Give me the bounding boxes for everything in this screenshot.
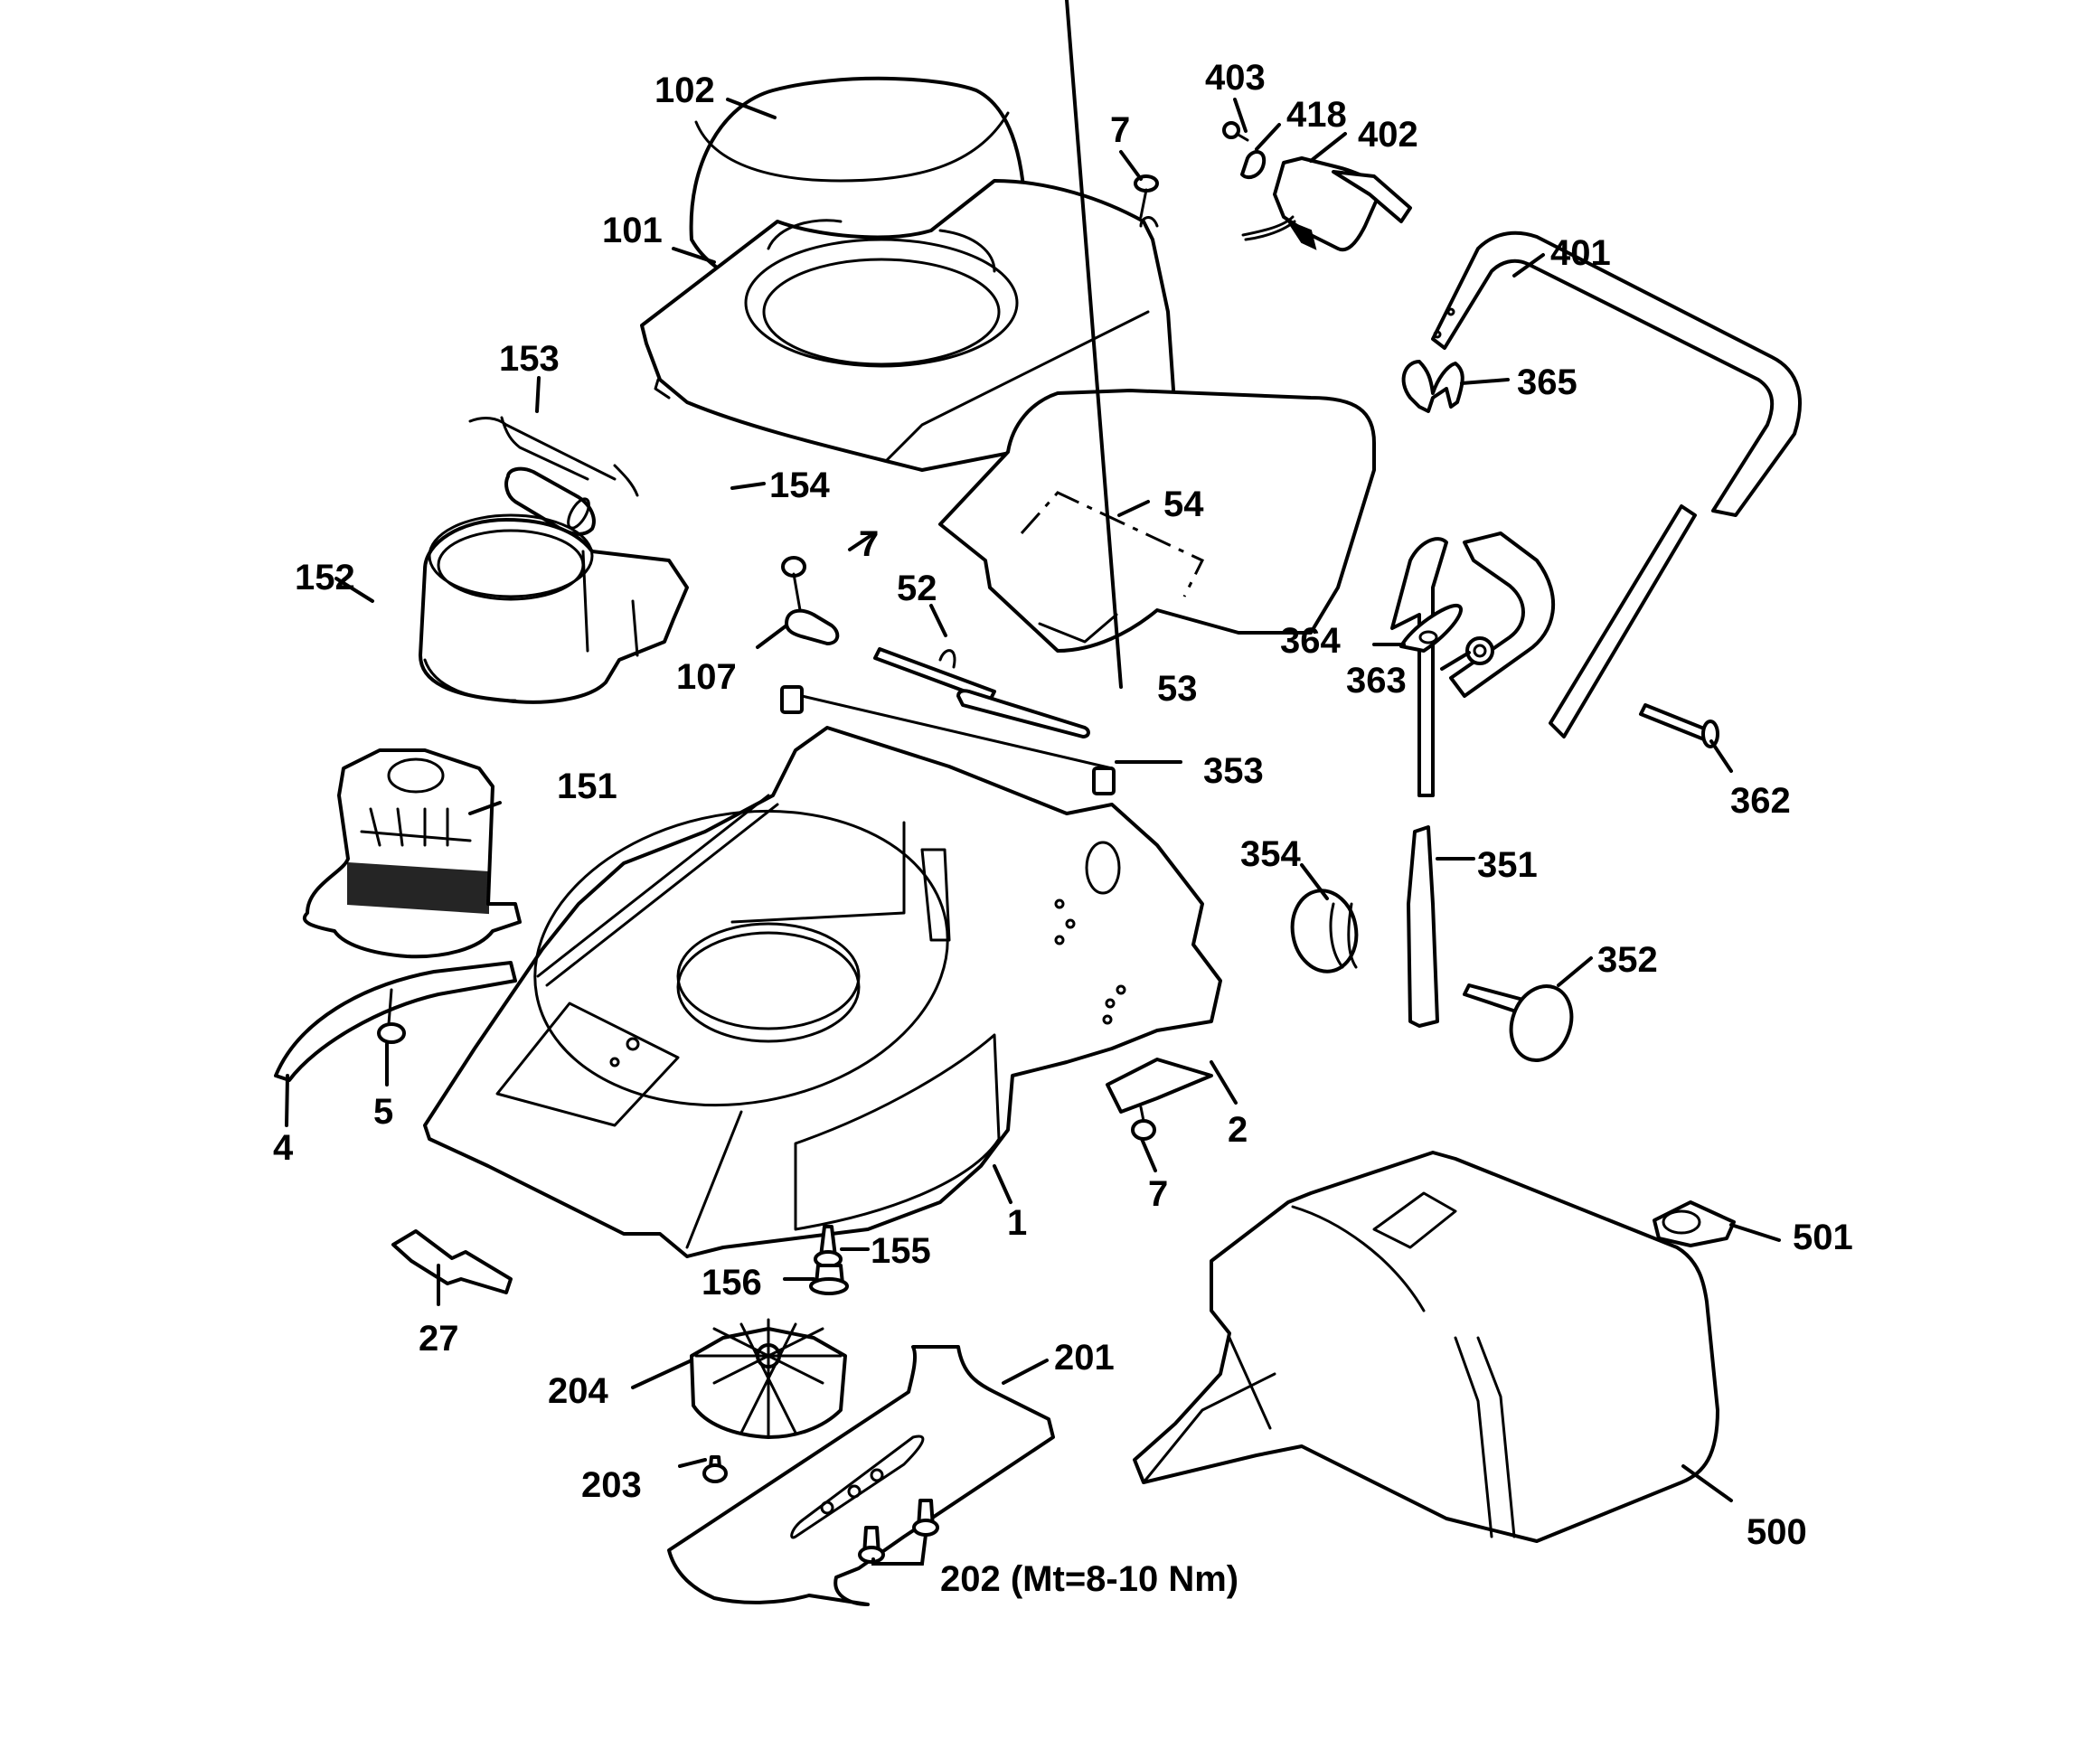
part-203-screw <box>702 1455 728 1483</box>
part-500-grass-bag <box>1133 1151 1719 1543</box>
label-153: 153 <box>499 339 560 379</box>
label-352: 352 <box>1597 940 1658 980</box>
label-4: 4 <box>273 1128 294 1168</box>
label-201: 201 <box>1054 1338 1115 1378</box>
part-155-screw <box>814 1225 843 1268</box>
label-351: 351 <box>1477 845 1538 885</box>
label-7-top: 7 <box>1110 110 1130 150</box>
label-52: 52 <box>897 569 937 608</box>
part-351-lower-handle <box>1390 531 1556 1028</box>
label-500: 500 <box>1747 1512 1807 1552</box>
part-401-upper-handle <box>1431 230 1802 738</box>
part-27-plate <box>391 1229 513 1294</box>
label-53: 53 <box>1157 669 1198 709</box>
part-101-motor-cover <box>640 179 1177 472</box>
label-363: 363 <box>1346 661 1407 701</box>
part-151-motor <box>302 748 522 959</box>
label-353: 353 <box>1203 751 1264 791</box>
label-1: 1 <box>1007 1203 1027 1243</box>
label-204: 204 <box>548 1371 608 1411</box>
label-107: 107 <box>676 657 737 697</box>
part-54-flap-cover <box>938 389 1376 653</box>
part-53-pin <box>956 689 1090 738</box>
part-204-fan <box>690 1318 847 1439</box>
label-403: 403 <box>1205 58 1266 98</box>
leader-lines <box>285 0 1781 1566</box>
part-7-screw-middle <box>781 556 806 612</box>
label-152: 152 <box>295 558 355 597</box>
part-156-bushing <box>809 1264 849 1295</box>
part-7-screw-lower <box>1131 1105 1156 1141</box>
label-155: 155 <box>871 1231 931 1271</box>
label-362: 362 <box>1730 781 1791 821</box>
part-363-washer <box>1465 636 1494 665</box>
label-154: 154 <box>769 466 830 505</box>
label-364: 364 <box>1280 621 1341 661</box>
part-2-rear-flap <box>1106 1058 1213 1114</box>
label-27: 27 <box>419 1319 459 1359</box>
part-353-square-nut <box>780 685 1116 795</box>
label-365: 365 <box>1517 362 1577 402</box>
part-402-switch-box <box>1241 156 1412 252</box>
part-1-deck-housing <box>423 726 1222 1258</box>
label-2: 2 <box>1228 1110 1248 1150</box>
part-352-knob <box>1463 983 1574 1062</box>
label-102: 102 <box>654 71 715 110</box>
part-107-clamp <box>785 608 840 645</box>
part-153-cable <box>468 416 639 497</box>
label-7-middle: 7 <box>859 524 879 564</box>
label-101: 101 <box>602 211 663 250</box>
part-364-wing-nut <box>1399 603 1463 653</box>
part-354-cap <box>1290 889 1359 974</box>
label-418: 418 <box>1286 95 1347 135</box>
label-5: 5 <box>373 1092 393 1132</box>
label-54: 54 <box>1163 484 1204 524</box>
label-7-lower: 7 <box>1148 1174 1168 1214</box>
part-403-screw <box>1222 121 1249 142</box>
label-151: 151 <box>557 767 617 806</box>
part-7-screw-top <box>1134 174 1159 219</box>
label-202: 202 (Mt=8-10 Nm) <box>940 1559 1238 1599</box>
label-402: 402 <box>1358 115 1418 155</box>
part-labels: 102 101 7 403 418 402 401 365 153 154 15… <box>273 58 1853 1599</box>
part-501-indicator <box>1653 1200 1736 1247</box>
label-401: 401 <box>1550 233 1611 273</box>
part-201-blade <box>667 1345 1055 1606</box>
label-203: 203 <box>581 1465 642 1505</box>
label-501: 501 <box>1793 1218 1853 1257</box>
part-5-screw <box>377 988 406 1044</box>
part-365-cable-clip <box>1401 360 1464 413</box>
part-418-switch-lever <box>1240 150 1267 180</box>
label-156: 156 <box>702 1263 762 1303</box>
part-152-motor-housing <box>419 513 689 704</box>
part-4-cable-strip <box>274 961 517 1082</box>
part-362-bolt <box>1639 703 1719 748</box>
label-354: 354 <box>1240 834 1301 874</box>
part-202-blade-bolts <box>858 1499 939 1564</box>
